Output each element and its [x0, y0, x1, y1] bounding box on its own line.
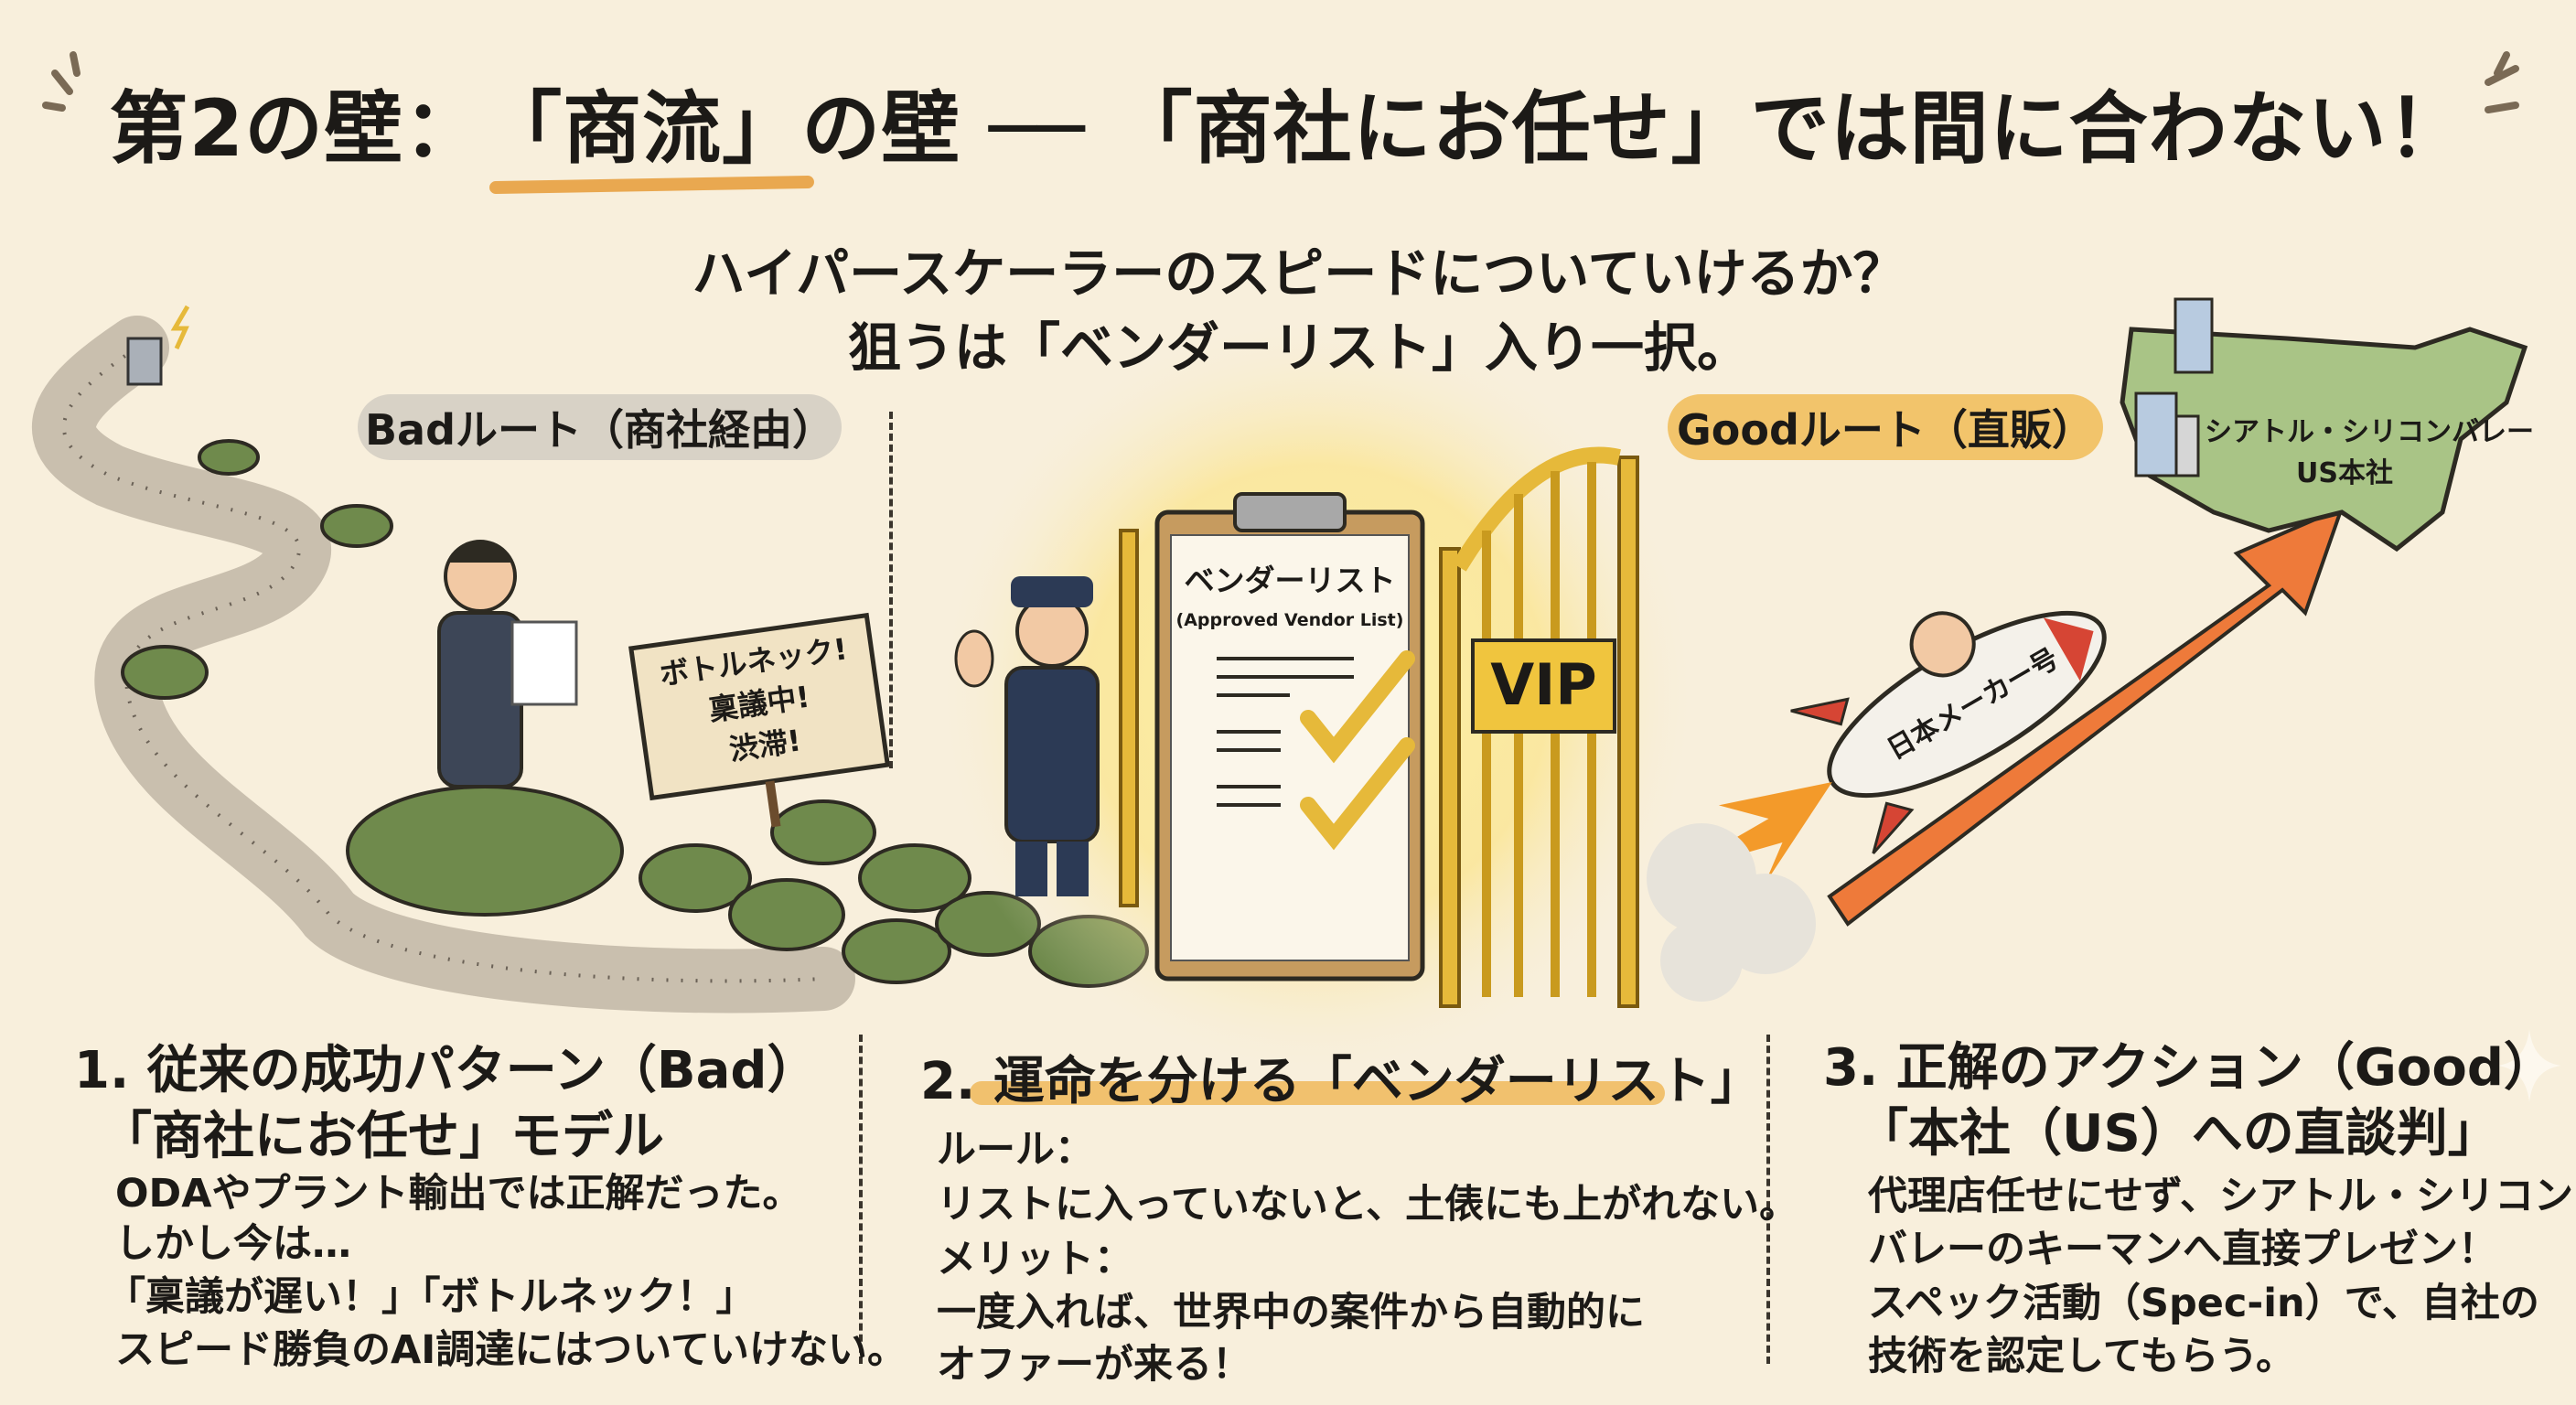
section-body-line: 「稟議が遅い！」「ボトルネック！」: [106, 1274, 756, 1320]
lightning-icon: [170, 305, 190, 350]
section-body-line: 技術を認定してもらう。: [1868, 1334, 2295, 1379]
growth-arrow: [1827, 504, 2345, 927]
title-dash: ──: [989, 83, 1086, 175]
title-part3: 「商社にお任せ」では間に合わない！: [1113, 83, 2467, 175]
section-subheading: 「商社にお任せ」モデル: [101, 1107, 664, 1166]
bad-route-label: Badルート（商社経由）: [358, 394, 842, 460]
section-heading: 1. 従来の成功パターン（Bad）: [74, 1041, 819, 1100]
subtitle-line1: ハイパースケーラーのスピードについていけるか？: [692, 242, 1906, 305]
clipboard-subtitle: (Approved Vendor List): [1175, 610, 1404, 630]
distant-building-icon: [126, 337, 163, 386]
guard-figure: [954, 576, 1100, 896]
checkmark-icon: [1300, 737, 1415, 851]
section-body-line: バレーのキーマンへ直接プレゼン！: [1868, 1227, 2497, 1272]
section-divider: [1766, 1035, 1770, 1364]
pilot-figure: [1909, 611, 1976, 678]
title-part1: 第2の壁：: [109, 83, 484, 175]
winding-road: [32, 316, 855, 1014]
office-building-icon: [2134, 297, 2214, 477]
businessman-figure: [437, 540, 578, 788]
checkmark-icon: [1300, 650, 1415, 764]
page-title: 第2の壁：「商流」の壁 ── 「商社にお任せ」では間に合わない！: [0, 64, 2576, 178]
section-body-line: 一度入れば、世界中の案件から自動的に: [937, 1290, 1645, 1335]
vip-plate: VIP: [1490, 651, 1597, 718]
vendor-list-clipboard: [1154, 492, 1425, 981]
clipboard-title: ベンダーリスト: [1184, 563, 1396, 598]
route-divider: [889, 412, 893, 768]
paper-stack-icon: [510, 620, 578, 706]
section-body-line: スピード勝負のAI調達にはついていけない。: [115, 1327, 907, 1373]
heading-highlight: [970, 1081, 1665, 1105]
us-map: [2120, 327, 2528, 552]
spark-lines-icon: [42, 51, 2519, 113]
section-body-line: リストに入っていないと、土俵にも上がれない。: [937, 1182, 1799, 1228]
section-body-line: しかし今は…: [115, 1221, 351, 1267]
section-body-line: 代理店任せにせず、シアトル・シリコン: [1868, 1174, 2573, 1219]
section-body-line: オファーが来る！: [937, 1342, 1251, 1388]
bottleneck-sign: [628, 612, 891, 828]
section-heading: 3. 正解のアクション（Good）: [1823, 1038, 2555, 1098]
section-divider: [859, 1035, 863, 1364]
turtle-group: [121, 439, 1149, 988]
good-route-label: Goodルート（直販）: [1668, 394, 2103, 460]
smoke-cloud: [1647, 823, 1816, 1002]
sparkle-icon: [2497, 1029, 2561, 1102]
section-body-line: ODAやプラント輸出では正解だった。: [115, 1171, 802, 1217]
golden-vip-gate: [1119, 446, 1639, 1008]
title-part2: の壁: [801, 83, 961, 175]
title-highlight: 「商流」: [483, 64, 801, 178]
section-subheading: 「本社（US）への直談判」: [1857, 1104, 2499, 1164]
section-body-line: ルール：: [937, 1127, 1094, 1173]
section-body-line: メリット：: [937, 1237, 1133, 1282]
raised-hand-icon: [954, 629, 994, 688]
map-label-line1: シアトル・シリコンバレー: [2205, 416, 2534, 448]
section-body-line: スペック活動（Spec-in）で、自社の: [1868, 1281, 2539, 1326]
section-heading: 2. 運命を分ける「ベンダーリスト」: [920, 1052, 1762, 1111]
map-label-line2: US本社: [2296, 457, 2393, 489]
subtitle-line2: 狙うは「ベンダーリスト」入り一択。: [847, 316, 1750, 379]
